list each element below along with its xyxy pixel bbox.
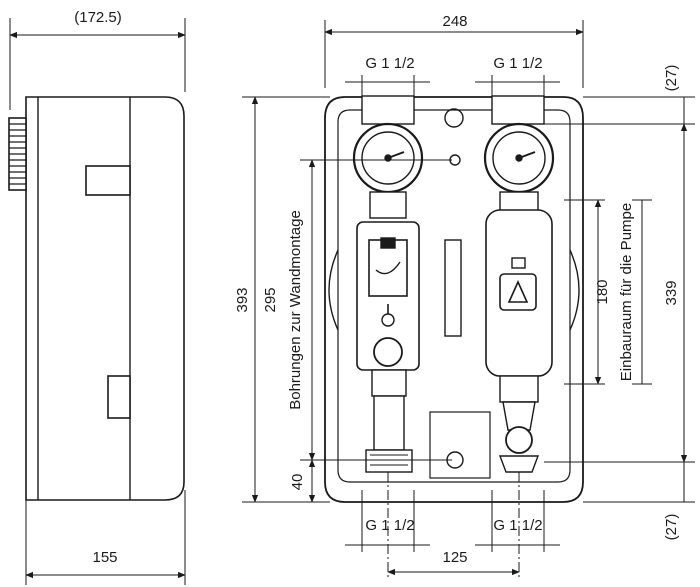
right-height-dim-label: 339 xyxy=(663,280,680,305)
top-offset-dim-label: (27) xyxy=(663,65,680,92)
right-bottom-nut xyxy=(498,455,540,473)
pump-space-label: Einbauraum für die Pumpe xyxy=(618,203,635,381)
housing-outline xyxy=(25,96,185,501)
connection-bottom-right-label: G 1 1/2 xyxy=(493,517,542,534)
side-clip-bottom xyxy=(107,375,131,419)
connection-top-right-label: G 1 1/2 xyxy=(493,55,542,72)
pump-space-dim-label: 180 xyxy=(594,279,611,304)
right-ball-valve-icon xyxy=(502,401,536,431)
height-dim-label: 393 xyxy=(234,287,251,312)
bottom-offset-right-dim-label: (27) xyxy=(663,514,680,541)
right-top-connector xyxy=(491,95,545,125)
width-dim-label: 248 xyxy=(442,13,467,30)
side-view xyxy=(8,18,186,585)
axis-distance-label: 125 xyxy=(442,549,467,566)
front-view xyxy=(242,20,695,580)
center-channel xyxy=(444,239,462,337)
bottom-offset-dim-label: 40 xyxy=(289,474,306,491)
mount-hole-top xyxy=(444,108,464,128)
mount-holes-dim-label: 295 xyxy=(262,287,279,312)
side-bottom-dim-label: 155 xyxy=(92,549,117,566)
left-return-pipe xyxy=(373,395,405,451)
side-top-dim-label: (172.5) xyxy=(74,9,122,26)
side-clip-top xyxy=(85,165,131,196)
connection-bottom-left-label: G 1 1/2 xyxy=(365,517,414,534)
connection-top-left-label: G 1 1/2 xyxy=(365,55,414,72)
right-pump-motor-plate xyxy=(499,273,537,311)
left-bottom-nut xyxy=(365,449,413,473)
left-ball-valve-icon xyxy=(373,337,403,367)
mount-holes-label: Bohrungen zur Wandmontage xyxy=(287,210,304,410)
left-top-connector xyxy=(361,95,415,125)
